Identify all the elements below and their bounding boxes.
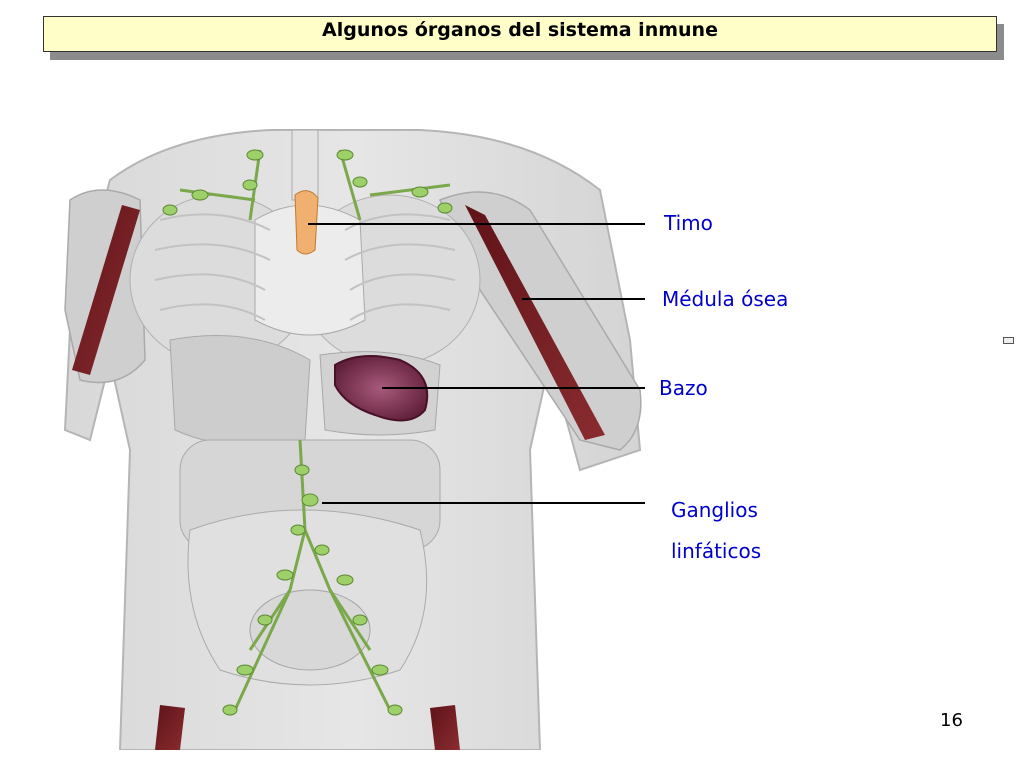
leader-lines xyxy=(308,223,645,504)
immune-system-illustration xyxy=(63,129,645,750)
label-linfaticos: linfáticos xyxy=(671,539,762,563)
page-number: 16 xyxy=(940,710,963,731)
label-bazo: Bazo xyxy=(659,376,708,400)
spleen xyxy=(334,355,429,422)
label-timo: Timo xyxy=(664,211,713,235)
label-ganglios: Ganglios xyxy=(671,498,758,522)
title-box: Algunos órganos del sistema inmune xyxy=(43,16,997,52)
label-medula-osea: Médula ósea xyxy=(662,287,789,311)
thymus xyxy=(294,190,319,255)
lymph-nodes xyxy=(162,149,453,716)
slide-title: Algunos órganos del sistema inmune xyxy=(322,19,718,41)
slide-marker-icon xyxy=(1003,337,1014,344)
thorax xyxy=(129,129,481,366)
bone-marrow xyxy=(72,205,605,750)
